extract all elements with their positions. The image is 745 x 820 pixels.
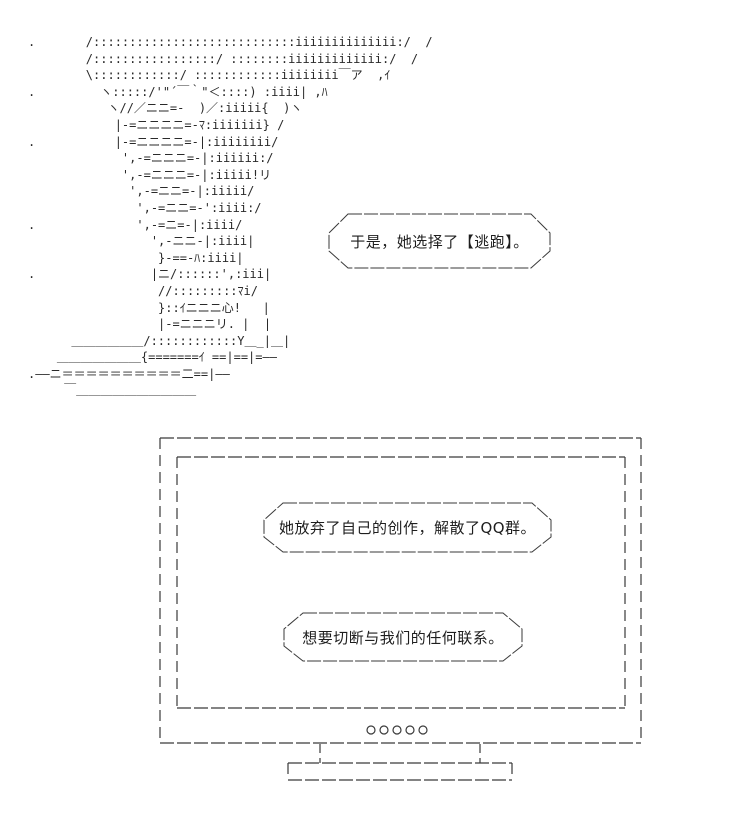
tv-monitor xyxy=(159,437,642,781)
ascii-art-figure: . /::::::::::::::::::::::::::::iiiiiiiii… xyxy=(28,35,433,398)
tv-buttons xyxy=(366,725,428,735)
tv-button-dot xyxy=(379,725,389,735)
tv-button-dot xyxy=(392,725,402,735)
speech-bubble-tv-2-text: 想要切断与我们的任何联系。 xyxy=(302,628,504,647)
tv-button-dot xyxy=(418,725,428,735)
speech-bubble-outline xyxy=(328,213,551,269)
tv-button-dot xyxy=(366,725,376,735)
speech-bubble-tv-1-text: 她放弃了自己的创作，解散了QQ群。 xyxy=(278,519,537,537)
speech-bubble-tv-1: 她放弃了自己的创作，解散了QQ群。 xyxy=(263,502,552,553)
speech-bubble-narration: 于是，她选择了【逃跑】。 xyxy=(328,213,551,269)
speech-bubble-tv-2: 想要切断与我们的任何联系。 xyxy=(283,612,523,662)
tv-base xyxy=(287,762,513,781)
speech-bubble-narration-text: 于是，她选择了【逃跑】。 xyxy=(350,232,529,251)
tv-screen xyxy=(176,456,626,709)
speech-bubble-outline xyxy=(283,612,523,662)
tv-button-dot xyxy=(405,725,415,735)
speech-bubble-outline xyxy=(263,502,552,553)
tv-stand xyxy=(319,744,481,763)
tv-outer-frame xyxy=(159,437,642,744)
